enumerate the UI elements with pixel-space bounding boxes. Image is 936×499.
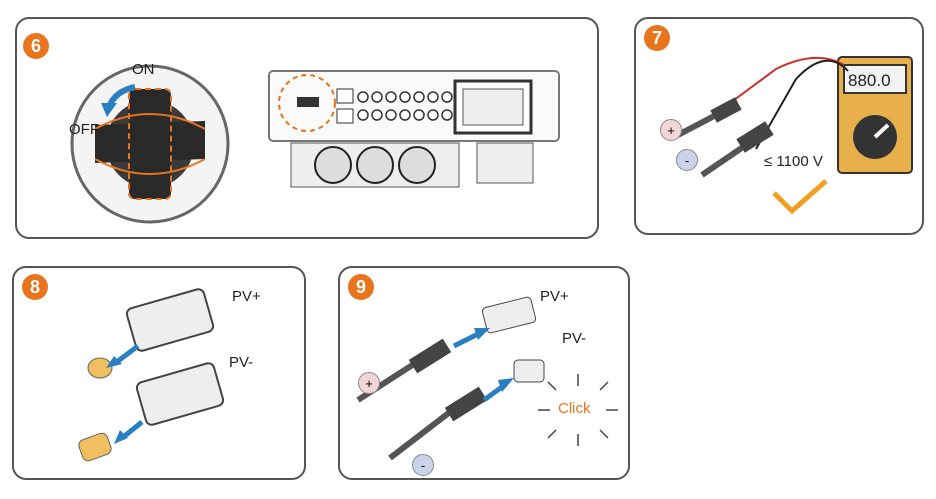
switch-on-label: ON: [132, 61, 155, 78]
pv-plus-label: PV+: [540, 288, 569, 305]
step-7-panel: 7 880.0 + - ≤ 1100 V: [634, 17, 924, 235]
step-8-badge: 8: [22, 274, 48, 300]
meter-reading: 880.0: [848, 71, 891, 90]
step-6-badge: 6: [23, 33, 49, 59]
multimeter-illustration: [837, 56, 913, 174]
switch-off-label: OFF: [69, 121, 99, 138]
click-burst-icon: [538, 374, 618, 446]
pv-connectors: [676, 97, 774, 178]
step-8-panel: 8 PV+ PV-: [12, 266, 306, 480]
plus-terminal-icon: +: [358, 372, 380, 394]
dc-switch-illustration: [70, 64, 230, 224]
step-6-panel: 6 ON OFF: [15, 17, 599, 239]
connector-caps-illustration: [78, 288, 225, 462]
check-icon: [772, 179, 828, 215]
step-9-panel: 9 + - PV+ PV- Click: [338, 266, 630, 480]
minus-terminal-icon: -: [412, 454, 434, 476]
plus-terminal-icon: +: [660, 119, 682, 141]
step-7-badge: 7: [644, 25, 670, 51]
inverter-illustration: [268, 70, 560, 188]
probe-wires: [721, 56, 849, 150]
connect-connectors-illustration: [356, 296, 545, 461]
pv-minus-label: PV-: [562, 330, 587, 347]
voltage-limit-label: ≤ 1100 V: [764, 153, 823, 170]
step-9-badge: 9: [348, 274, 374, 300]
pv-plus-label: PV+: [232, 288, 261, 305]
pv-minus-label: PV-: [229, 354, 254, 371]
minus-terminal-icon: -: [676, 149, 698, 171]
click-label: Click: [558, 400, 591, 417]
